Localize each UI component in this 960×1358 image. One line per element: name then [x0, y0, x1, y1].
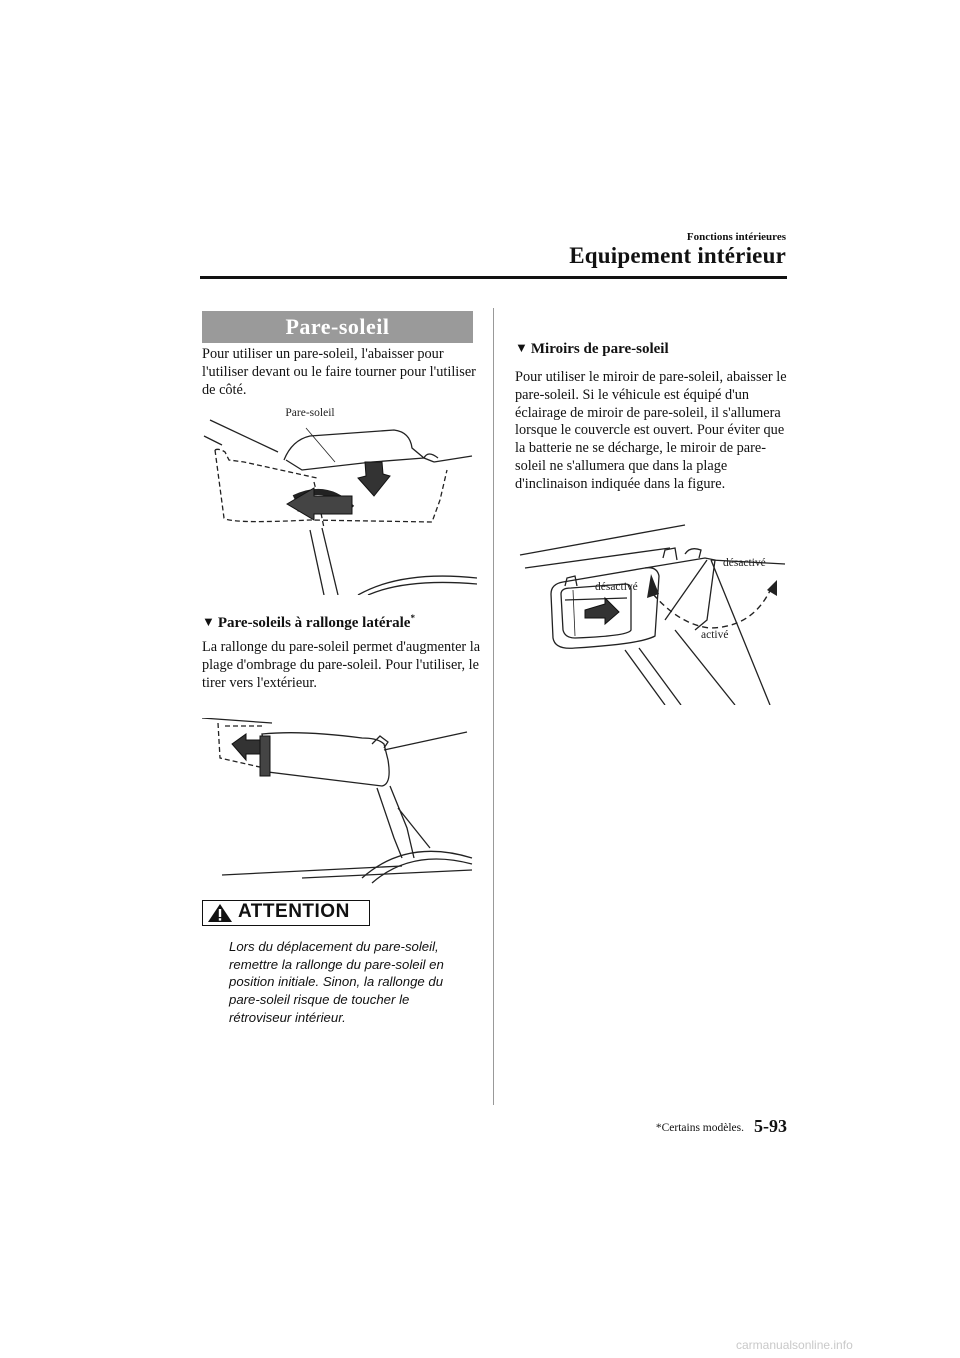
watermark: carmanualsonline.info	[736, 1338, 853, 1352]
section-banner: Pare-soleil	[202, 311, 473, 343]
label-off-left: désactivé	[595, 581, 638, 593]
label-on: activé	[701, 629, 728, 641]
page-number: 5-93	[754, 1116, 787, 1136]
extension-paragraph: La rallonge du pare-soleil permet d'augm…	[202, 639, 481, 691]
triangle-icon: ▼	[202, 614, 215, 629]
warning-icon	[208, 904, 232, 922]
header-rule	[200, 276, 787, 279]
intro-paragraph: Pour utiliser un pare-soleil, l'abaisser…	[202, 346, 476, 398]
fig1-label: Pare-soleil	[285, 407, 334, 419]
mirror-subheading: ▼Miroirs de pare-soleil	[515, 340, 669, 357]
column-divider	[493, 308, 494, 1105]
page-title: Equipement intérieur	[569, 243, 786, 268]
extension-visor-figure	[202, 718, 477, 888]
mirror-light-figure: désactivé désactivé activé	[515, 520, 790, 705]
mirror-paragraph: Pour utiliser le miroir de pare-soleil, …	[515, 369, 787, 492]
sun-visor-figure: Pare-soleil	[202, 400, 477, 595]
section-name: Fonctions intérieures	[686, 231, 786, 243]
footnote: *Certains modèles.	[655, 1122, 744, 1134]
triangle-icon: ▼	[515, 340, 528, 355]
label-off-right: désactivé	[723, 557, 766, 569]
extension-subheading: ▼Pare-soleils à rallonge latérale*	[202, 613, 415, 631]
attention-text: Lors du déplacement du pare-soleil, reme…	[229, 939, 444, 1025]
attention-label: ATTENTION	[238, 901, 350, 922]
